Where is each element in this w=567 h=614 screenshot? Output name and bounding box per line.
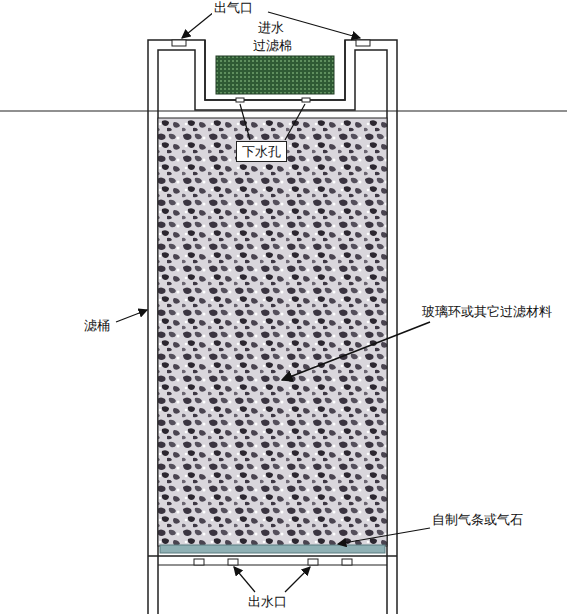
filter-cotton-label: 过滤棉 xyxy=(251,38,294,53)
airstone-label: 自制气条或气石 xyxy=(430,512,525,527)
media-label: 玻璃环或其它过滤材料 xyxy=(420,304,554,319)
bucket-label: 滤桶 xyxy=(82,318,112,333)
node-text: 下水孔 xyxy=(242,144,281,159)
outlet-label: 出气口 xyxy=(212,0,255,15)
water-outlet-label: 出水口 xyxy=(246,594,289,609)
drain-hole-box: 下水孔 xyxy=(236,141,287,162)
inlet-label: 进水 xyxy=(256,20,286,35)
